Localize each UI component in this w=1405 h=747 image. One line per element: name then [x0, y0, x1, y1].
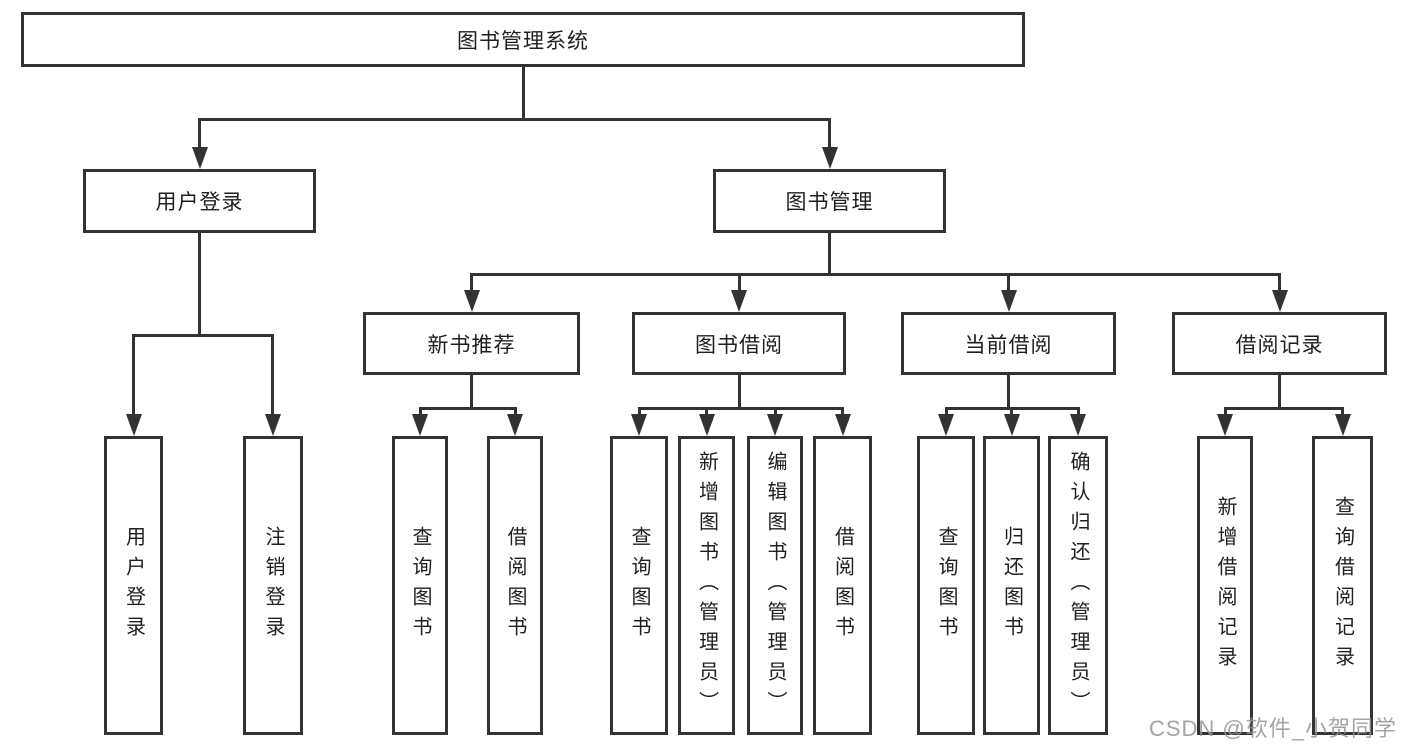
arrowhead-down-icon [191, 147, 208, 169]
connector-vline [737, 273, 741, 292]
arrowhead-down-icon [698, 414, 715, 436]
arrowhead-down-icon [938, 414, 954, 436]
connector-vline [1007, 273, 1010, 292]
connector-hline [470, 273, 1281, 276]
arrowhead-down-icon [412, 414, 428, 436]
connector-vline [513, 407, 517, 416]
arrowhead-down-icon [507, 414, 523, 436]
connector-vline [470, 375, 473, 409]
connector-vline [828, 233, 831, 275]
connector-hline [198, 118, 831, 121]
node-return-book: 归还图书 [983, 436, 1040, 735]
arrowhead-down-icon [821, 147, 838, 169]
node-query-borrow-record: 查询借阅记录 [1312, 436, 1373, 735]
node-book-management-branch: 图书管理 [713, 169, 946, 233]
node-borrow-books-leaf: 借阅图书 [813, 436, 872, 735]
arrowhead-down-icon [631, 414, 647, 436]
node-add-borrow-record: 新增借阅记录 [1197, 436, 1253, 735]
node-root: 图书管理系统 [21, 12, 1025, 67]
arrowhead-down-icon [834, 414, 851, 436]
connector-vline [637, 407, 641, 416]
node-user-login-leaf: 用户登录 [104, 436, 163, 735]
connector-hline [419, 407, 516, 410]
node-current-borrow: 当前借阅 [901, 312, 1116, 375]
connector-vline [1010, 407, 1013, 416]
node-logout-leaf: 注销登录 [243, 436, 303, 735]
connector-vline [1076, 407, 1080, 416]
connector-vline [271, 334, 274, 415]
node-new-book-recommend: 新书推荐 [363, 312, 580, 375]
connector-vline [198, 118, 201, 148]
connector-vline [418, 407, 422, 416]
arrowhead-down-icon [1000, 290, 1017, 312]
connector-vline [521, 67, 525, 121]
connector-vline [841, 407, 844, 416]
connector-vline [1223, 407, 1227, 416]
watermark: CSDN @软件_小贺同学 [1148, 716, 1397, 741]
node-query-books-borrow: 查询图书 [610, 436, 668, 735]
connector-vline [1007, 375, 1010, 409]
connector-vline [1341, 407, 1344, 416]
node-borrow-records: 借阅记录 [1172, 312, 1387, 375]
connector-vline [1278, 273, 1281, 292]
node-book-borrow: 图书借阅 [632, 312, 846, 375]
node-borrow-books-recommend: 借阅图书 [487, 436, 543, 735]
arrowhead-down-icon [1271, 290, 1288, 312]
arrowhead-down-icon [125, 414, 142, 436]
node-add-book-admin: 新增图书（管理员） [678, 436, 735, 735]
node-confirm-return-admin: 确认归还（管理员） [1048, 436, 1108, 735]
connector-hline [638, 407, 844, 410]
connector-vline [944, 407, 948, 416]
node-query-books-recommend: 查询图书 [392, 436, 448, 735]
arrowhead-down-icon [463, 290, 480, 312]
node-edit-book-admin: 编辑图书（管理员） [747, 436, 803, 735]
connector-vline [773, 407, 777, 416]
arrowhead-down-icon [1334, 414, 1351, 436]
arrowhead-down-icon [1217, 414, 1233, 436]
node-query-books-current: 查询图书 [917, 436, 975, 735]
connector-hline [132, 334, 274, 337]
connector-vline [198, 233, 201, 336]
connector-vline [828, 118, 831, 148]
connector-vline [737, 375, 741, 409]
connector-vline [132, 334, 135, 415]
arrowhead-down-icon [767, 414, 783, 436]
connector-vline [470, 273, 473, 292]
node-user-login-branch: 用户登录 [83, 169, 316, 233]
arrowhead-down-icon [264, 414, 281, 436]
connector-hline [1224, 407, 1344, 410]
connector-vline [1278, 375, 1281, 409]
connector-vline [705, 407, 708, 416]
arrowhead-down-icon [1003, 414, 1020, 436]
arrowhead-down-icon [731, 290, 747, 312]
arrowhead-down-icon [1070, 414, 1086, 436]
